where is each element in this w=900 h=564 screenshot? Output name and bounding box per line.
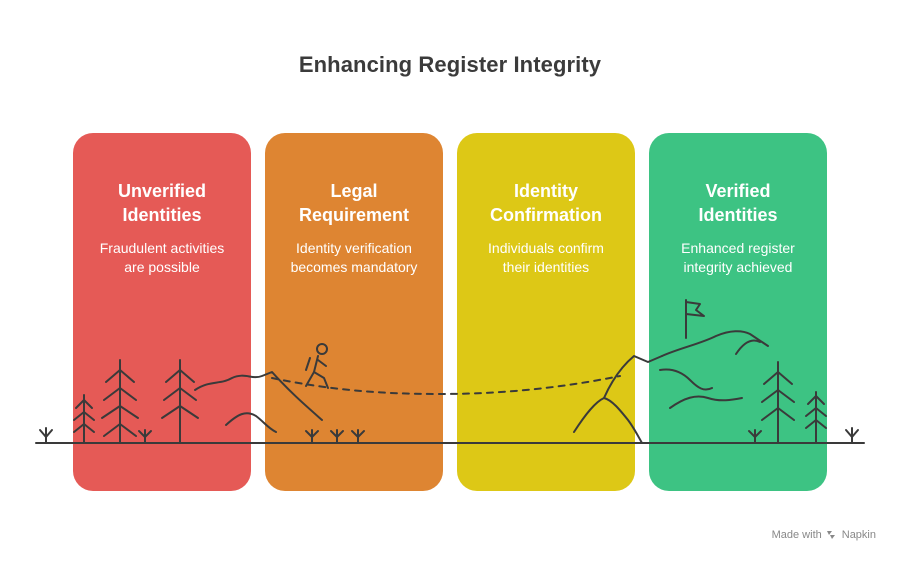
- stage-heading: Legal Requirement: [298, 181, 410, 225]
- stage-heading: Identity Confirmation: [490, 181, 602, 225]
- stage-card-legal: Legal Requirement Identity verification …: [265, 133, 443, 491]
- napkin-logo-icon: [826, 531, 835, 539]
- stage-description: Enhanced register integrity achieved: [681, 240, 795, 275]
- footer-prefix: Made with: [771, 529, 822, 541]
- stage-description: Individuals confirm their identities: [488, 240, 604, 275]
- stage-card-unverified: Unverified Identities Fraudulent activit…: [73, 133, 251, 491]
- stage-description: Identity verification becomes mandatory: [290, 240, 418, 275]
- stage-heading: Unverified Identities: [117, 181, 207, 225]
- stage-card-verified: Verified Identities Enhanced register in…: [649, 133, 827, 491]
- footer-brand: Napkin: [841, 529, 876, 541]
- stage-description: Fraudulent activities are possible: [99, 240, 225, 275]
- stage-card-confirmation: Identity Confirmation Individuals confir…: [457, 133, 635, 491]
- footer-attribution: Made with Napkin: [772, 529, 876, 541]
- stage-heading: Verified Identities: [698, 181, 778, 225]
- page-title: Enhancing Register Integrity: [298, 52, 602, 77]
